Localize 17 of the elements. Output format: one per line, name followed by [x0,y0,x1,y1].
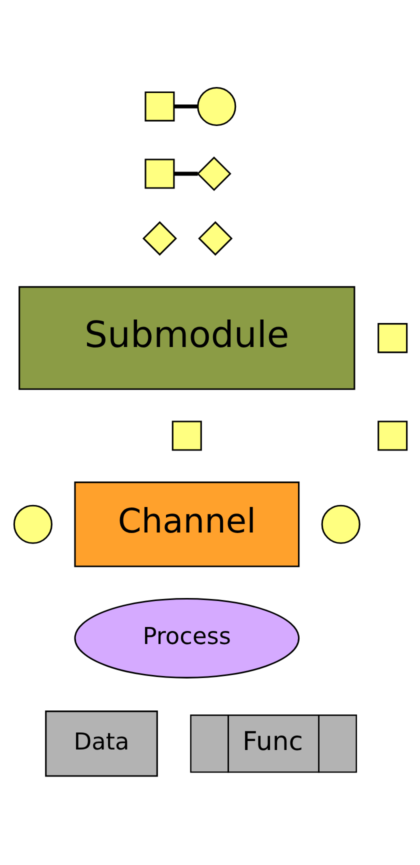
node-box: Data [44,710,158,777]
connector [173,104,198,108]
node-circle [320,504,360,544]
connector [174,172,198,176]
node-box: Submodule [18,286,355,390]
node-diamond [142,221,176,256]
node-box [377,420,408,451]
node-box [171,420,202,451]
node-circle [196,86,236,126]
node-box [144,158,174,189]
node-box [144,91,174,122]
node-circle [12,504,52,544]
node-box [377,323,408,354]
node-diamond [198,221,232,256]
node-diamond [196,156,231,192]
node-ellipse: Process [74,598,300,678]
node-box: Channel [74,482,300,568]
